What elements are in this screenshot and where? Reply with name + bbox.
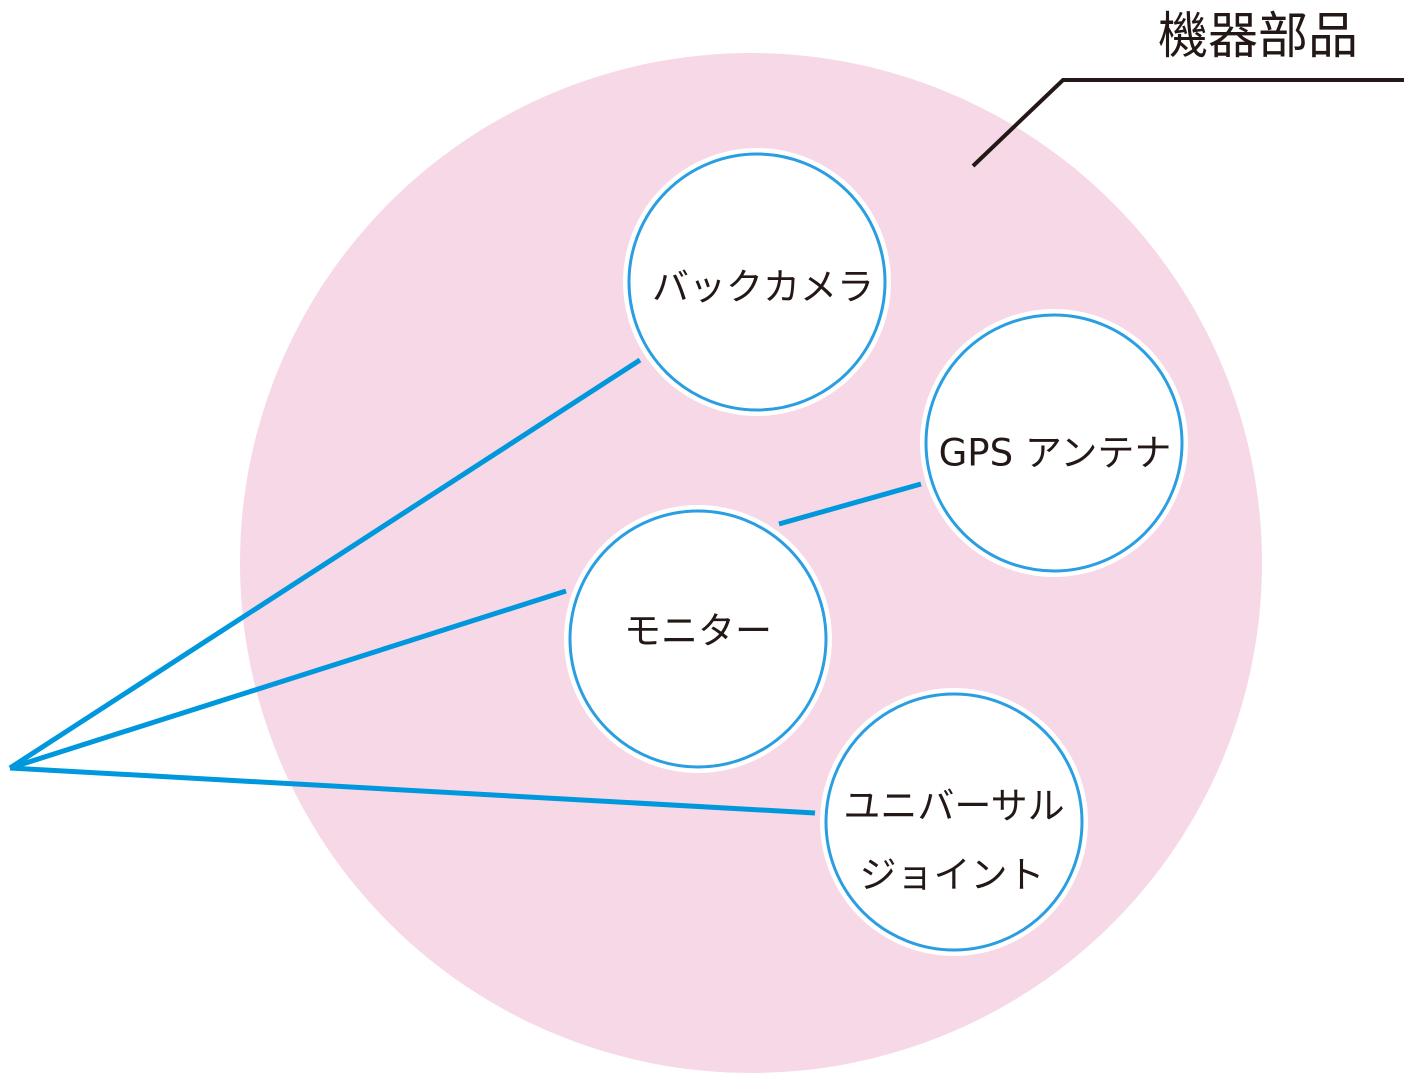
part-label-universal-joint-line-2: ジョイント <box>860 854 1045 897</box>
node-back-camera: バックカメラ <box>623 148 891 416</box>
group-title: 機器部品 <box>1158 7 1358 65</box>
part-label-monitor: モニター <box>624 610 772 653</box>
connector-back-camera <box>8 357 642 771</box>
node-gps-antenna: GPS アンテナ <box>920 309 1188 577</box>
part-label-back-camera: バックカメラ <box>652 266 874 309</box>
node-universal-joint: ユニバーサル ジョイント <box>820 688 1088 956</box>
connector-gps-monitor <box>778 481 922 527</box>
group-leader-line <box>971 78 1404 168</box>
part-label-gps-antenna: GPS アンテナ <box>939 432 1172 475</box>
connector-monitor <box>9 588 567 771</box>
node-monitor: モニター <box>564 505 832 773</box>
part-label-universal-joint-line-1: ユニバーサル <box>843 785 1064 828</box>
connector-lines <box>8 357 922 816</box>
connector-universal-joint <box>9 765 816 816</box>
